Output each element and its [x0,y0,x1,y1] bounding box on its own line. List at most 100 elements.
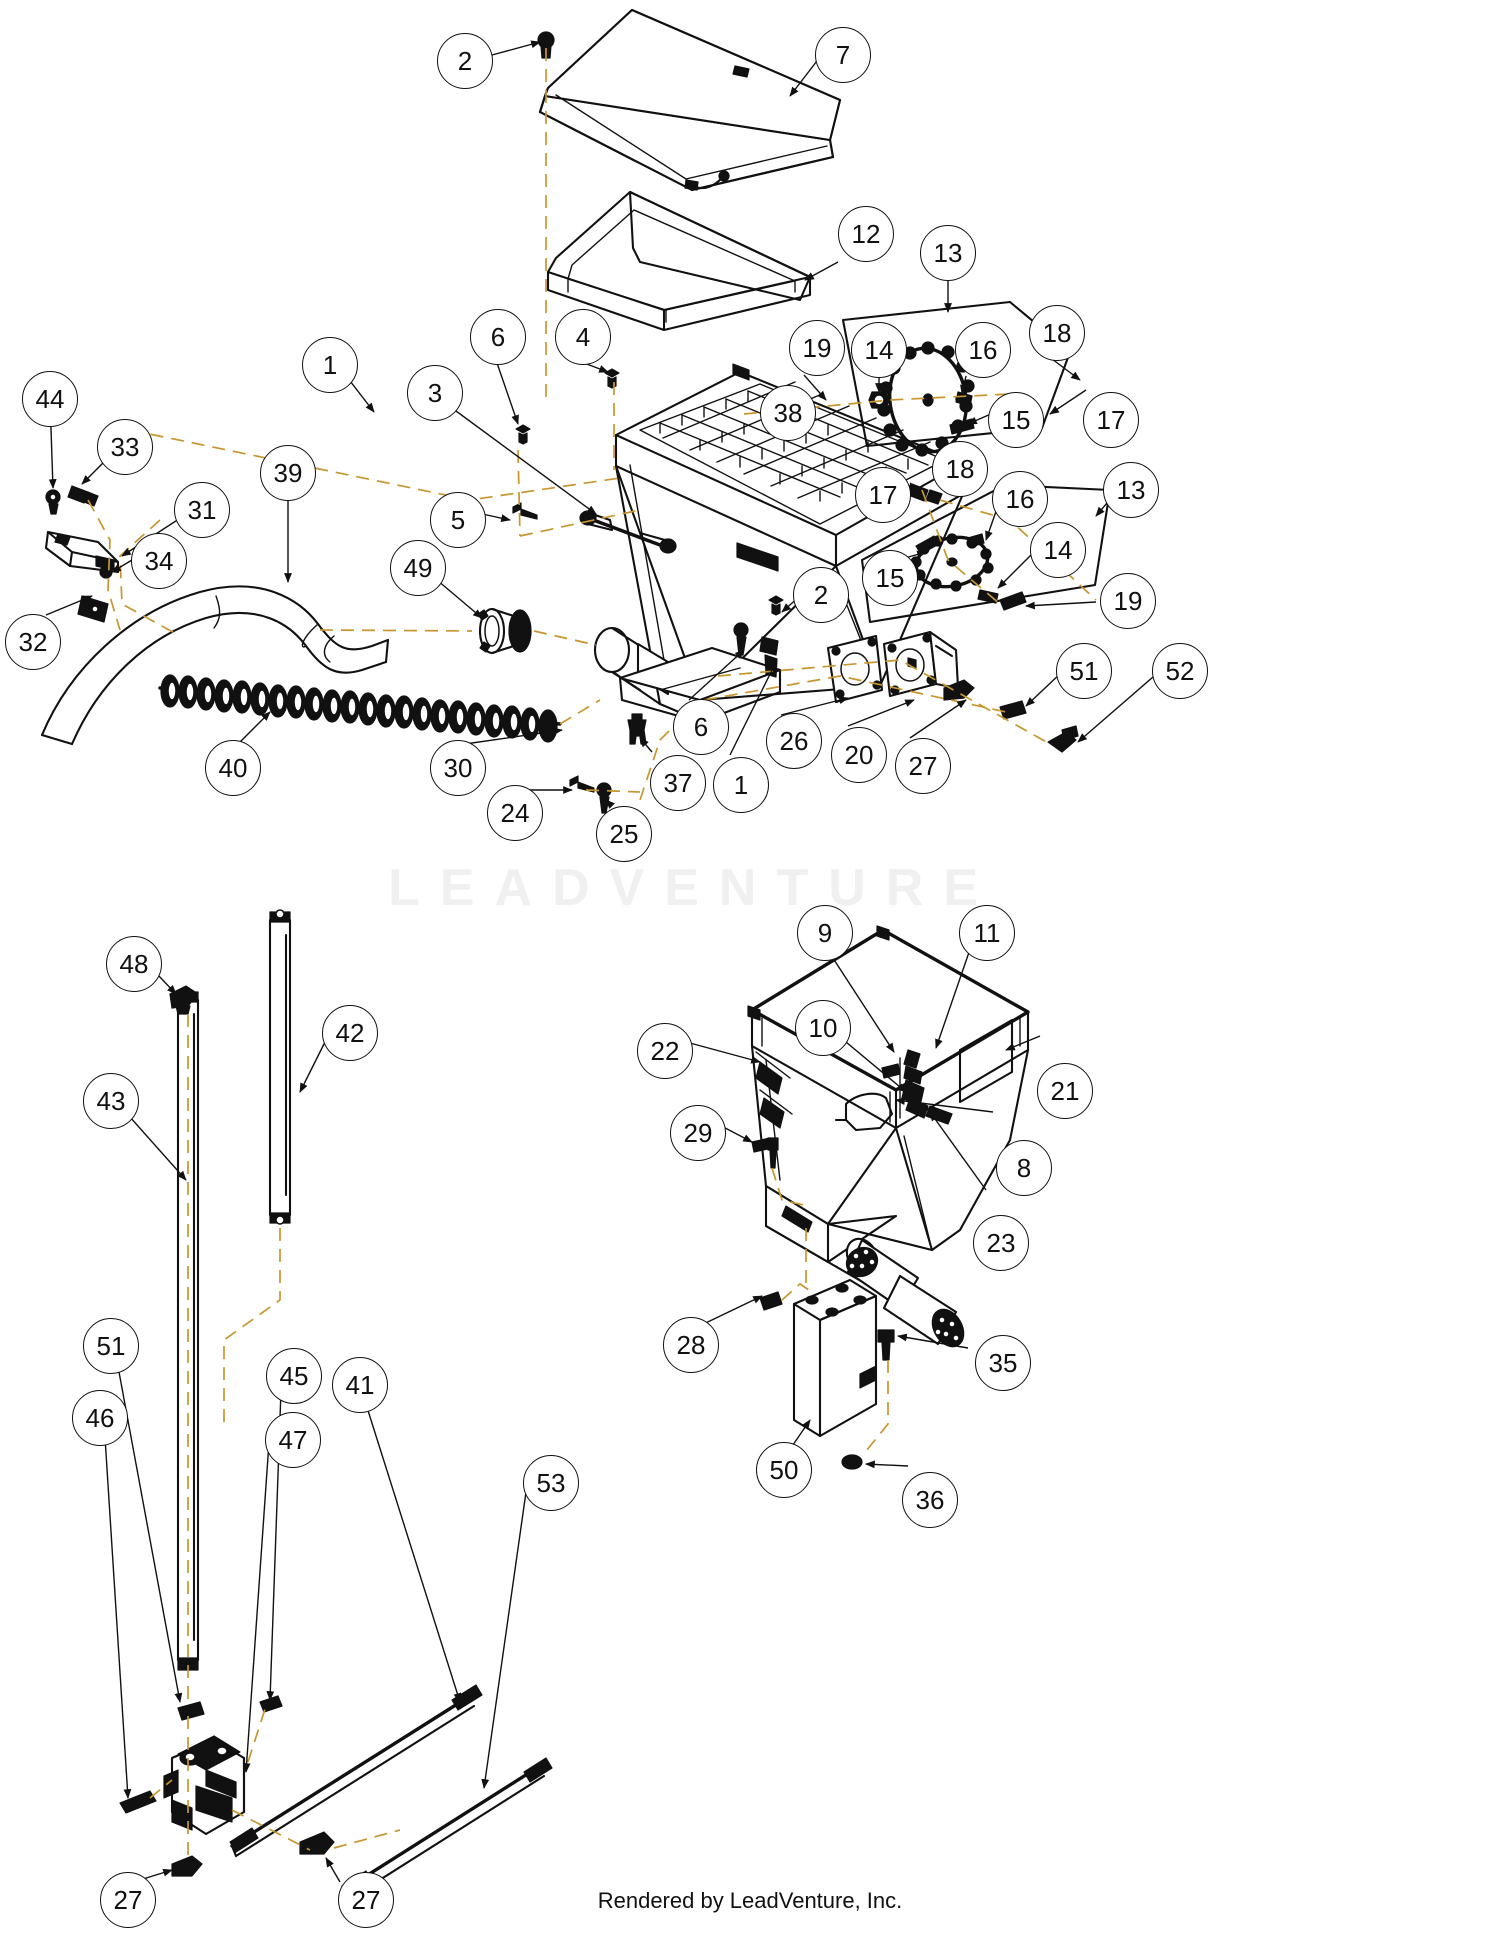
part-coupler-49 [477,607,532,655]
hardware-44 [45,489,61,515]
callout-bubble-12[interactable]: 12 [838,206,894,262]
callout-bubble-13[interactable]: 13 [920,225,976,281]
callout-bubble-49[interactable]: 49 [390,540,446,596]
callout-bubble-16[interactable]: 16 [992,471,1048,527]
callout-bubble-53[interactable]: 53 [523,1455,579,1511]
callout-bubble-14[interactable]: 14 [851,322,907,378]
callout-bubble-20[interactable]: 20 [831,727,887,783]
assembly-dashed-leaders-bottom-right [771,1167,889,1457]
callout-bubble-16[interactable]: 16 [955,322,1011,378]
callout-bubble-40[interactable]: 40 [205,740,261,796]
callout-bubble-5[interactable]: 5 [430,492,486,548]
hardware-29 [751,1137,779,1169]
callout-bubble-17[interactable]: 17 [855,467,911,523]
callout-bubble-15[interactable]: 15 [862,550,918,606]
callout-bubble-27[interactable]: 27 [100,1872,156,1928]
callout-bubble-25[interactable]: 25 [596,806,652,862]
part-rod-42 [268,909,292,1225]
callout-bubble-37[interactable]: 37 [650,755,706,811]
part-motor-20 [882,630,960,698]
callout-bubble-47[interactable]: 47 [265,1412,321,1468]
part-disc-plate-13-upper [841,300,1072,457]
credit-line: Rendered by LeadVenture, Inc. [597,1888,903,1913]
callout-bubble-18[interactable]: 18 [1029,305,1085,361]
part-hose-41 [229,1684,483,1858]
callout-bubble-8[interactable]: 8 [996,1140,1052,1196]
callout-bubble-30[interactable]: 30 [430,740,486,796]
callout-bubble-10[interactable]: 10 [795,1000,851,1056]
callout-bubble-14[interactable]: 14 [1030,522,1086,578]
callout-bubble-11[interactable]: 11 [959,905,1015,961]
part-post-50 [792,1278,878,1438]
callout-bubble-15[interactable]: 15 [988,392,1044,448]
callout-bubble-52[interactable]: 52 [1152,643,1208,699]
callout-bubble-35[interactable]: 35 [975,1335,1031,1391]
callout-bubble-44[interactable]: 44 [22,371,78,427]
callout-bubble-29[interactable]: 29 [670,1105,726,1161]
callout-bubble-31[interactable]: 31 [174,482,230,538]
part-flange-26 [826,634,884,704]
callout-bubble-26[interactable]: 26 [766,713,822,769]
hardware-45 [259,1695,283,1713]
callout-bubble-18[interactable]: 18 [932,441,988,497]
callout-bubble-43[interactable]: 43 [83,1073,139,1129]
callout-bubble-23[interactable]: 23 [973,1215,1029,1271]
callout-bubble-6[interactable]: 6 [470,309,526,365]
part-hose-39 [40,585,390,746]
part-auger-40 [158,674,562,743]
hardware-27-valve-bottom [171,1855,203,1877]
callout-bubble-4[interactable]: 4 [555,309,611,365]
callout-bubble-28[interactable]: 28 [663,1317,719,1373]
callout-bubble-46[interactable]: 46 [72,1390,128,1446]
callout-bubble-17[interactable]: 17 [1083,392,1139,448]
callout-bubble-50[interactable]: 50 [756,1442,812,1498]
part-cylinder-3 [579,510,677,554]
hardware-46 [119,1790,157,1814]
callout-bubble-27[interactable]: 27 [895,738,951,794]
callout-bubble-19[interactable]: 19 [789,320,845,376]
part-screen-frame-12 [546,190,812,332]
callout-bubble-13[interactable]: 13 [1103,462,1159,518]
callout-bubble-34[interactable]: 34 [131,533,187,589]
callout-bubble-21[interactable]: 21 [1037,1063,1093,1119]
callout-bubble-48[interactable]: 48 [106,936,162,992]
callout-bubble-33[interactable]: 33 [97,419,153,475]
callout-bubble-41[interactable]: 41 [332,1357,388,1413]
hardware-cluster-hopper [512,368,784,814]
callout-bubble-19[interactable]: 19 [1100,573,1156,629]
callout-bubble-32[interactable]: 32 [5,614,61,670]
callout-bubble-27[interactable]: 27 [338,1872,394,1928]
assembly-dashed-leaders-bottom-left [149,1014,401,1858]
callout-bubble-3[interactable]: 3 [407,365,463,421]
callout-bubble-42[interactable]: 42 [322,1005,378,1061]
callout-bubble-22[interactable]: 22 [637,1023,693,1079]
watermark-leadventure: LEADVENTURE [388,859,999,917]
callout-bubble-1[interactable]: 1 [302,337,358,393]
callout-bubble-2[interactable]: 2 [793,567,849,623]
callout-bubble-39[interactable]: 39 [260,445,316,501]
hardware-28 [759,1291,783,1311]
callout-bubble-24[interactable]: 24 [487,785,543,841]
callout-bubble-38[interactable]: 38 [760,385,816,441]
part-cover-7 [538,8,842,192]
callout-bubble-6[interactable]: 6 [673,699,729,755]
callout-leaders [45,40,1169,1885]
callout-bubble-1[interactable]: 1 [713,757,769,813]
hardware-27-fitting [943,679,975,701]
callout-bubble-7[interactable]: 7 [815,27,871,83]
part-hopper-assembly-right [747,925,1030,1348]
callout-bubble-51[interactable]: 51 [83,1318,139,1374]
callout-bubble-45[interactable]: 45 [266,1348,322,1404]
callout-bubble-51[interactable]: 51 [1056,643,1112,699]
hardware-51-lower [177,1701,205,1721]
hardware-27-hose-joint [299,1831,335,1855]
callout-bubble-36[interactable]: 36 [902,1472,958,1528]
callout-bubble-2[interactable]: 2 [437,33,493,89]
hardware-36 [841,1454,863,1470]
hardware-33 [67,485,99,507]
part-valve-47 [163,1735,246,1836]
hardware-48 [169,985,199,1015]
callout-bubble-9[interactable]: 9 [797,905,853,961]
